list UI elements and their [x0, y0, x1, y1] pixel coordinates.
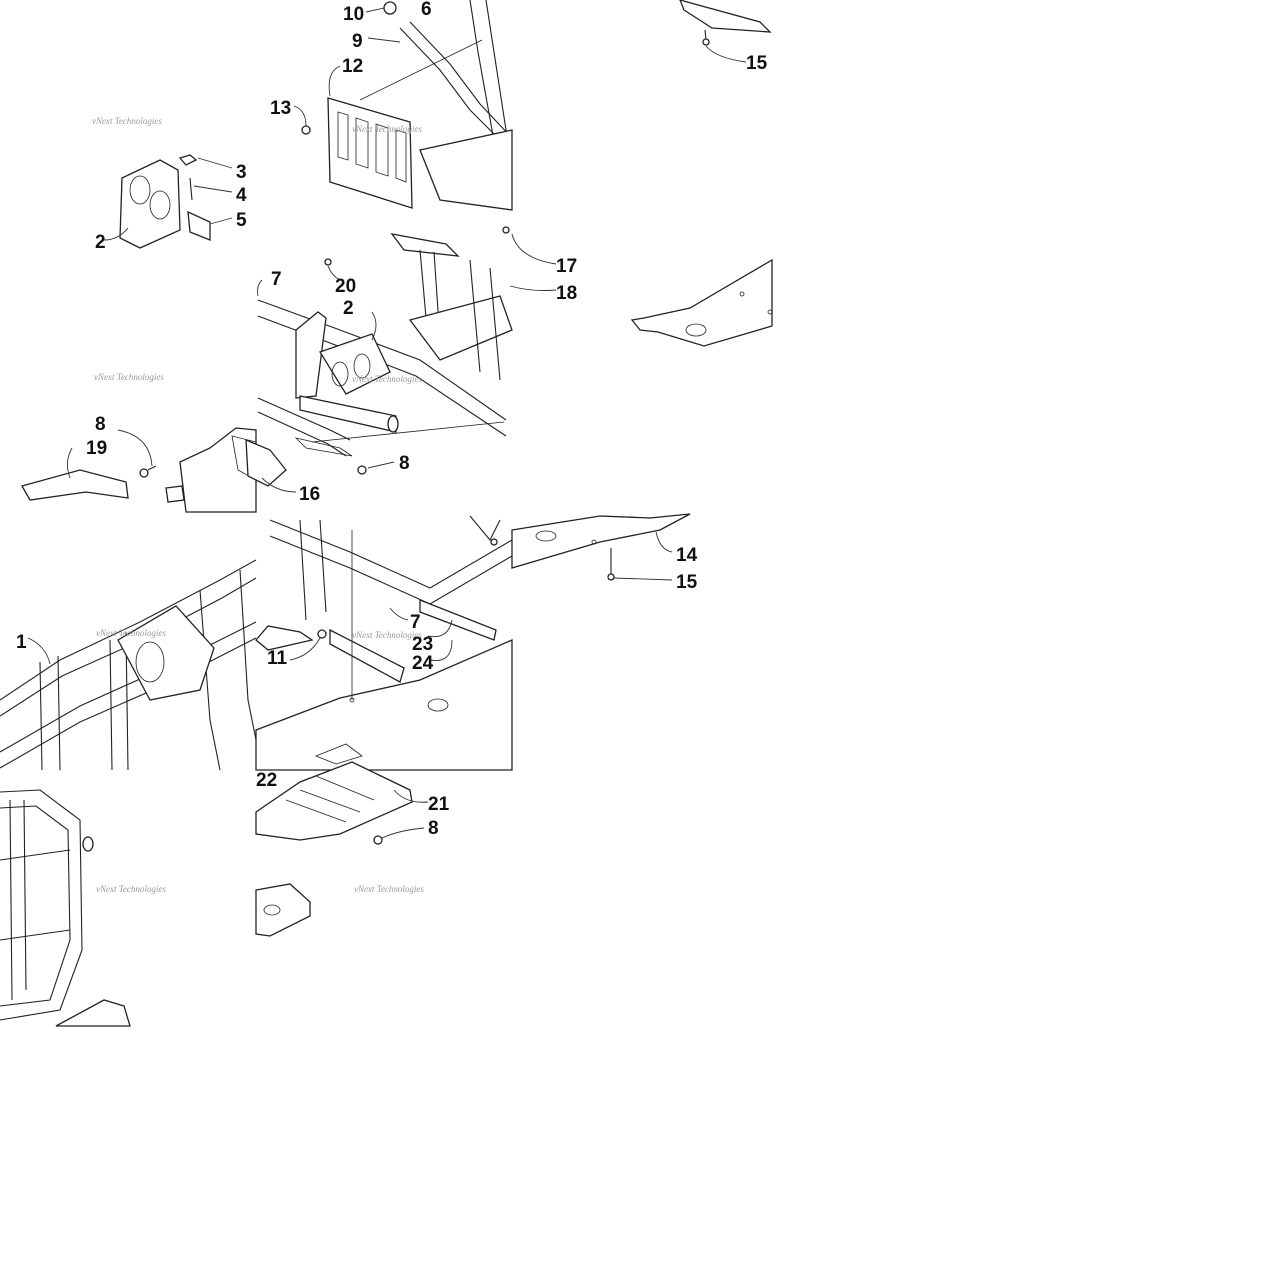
front-rack-grille	[293, 0, 513, 211]
callout-16: 16	[299, 484, 320, 505]
callout-14: 14	[676, 545, 698, 566]
callout-17: 17	[556, 256, 577, 277]
callout-20: 20	[335, 276, 356, 297]
frame-bracket-right	[502, 226, 557, 291]
callout-19: 19	[86, 438, 107, 459]
callout-8: 8	[428, 818, 439, 839]
callout-13: 13	[270, 98, 291, 119]
callout-9: 9	[352, 31, 363, 52]
frame-front-section	[257, 233, 513, 475]
callout-7: 7	[410, 612, 421, 633]
watermark: vNext Technologies	[92, 116, 162, 126]
watermark: vNext Technologies	[96, 628, 166, 638]
watermark: vNext Technologies	[96, 884, 166, 894]
callouts: 1 2 2 3 4 5 6 7 7 8 8 8 9 10 11 12 13 14…	[16, 0, 768, 839]
callout-2: 2	[343, 298, 354, 319]
watermark: vNext Technologies	[354, 884, 424, 894]
watermarks: vNext Technologies vNext Technologies vN…	[92, 116, 424, 894]
front-bumper-bracket	[21, 427, 297, 513]
headlight-assembly	[103, 154, 233, 249]
callout-18: 18	[556, 283, 577, 304]
callout-10: 10	[343, 4, 364, 25]
callout-8: 8	[399, 453, 410, 474]
callout-1: 1	[16, 632, 27, 653]
callout-22: 22	[256, 770, 277, 791]
callout-15: 15	[746, 53, 768, 74]
watermark: vNext Technologies	[94, 372, 164, 382]
callout-4: 4	[236, 185, 247, 206]
watermark: vNext Technologies	[352, 374, 422, 384]
callout-3: 3	[236, 162, 247, 183]
callout-5: 5	[236, 210, 247, 231]
callout-21: 21	[428, 794, 450, 815]
floor-panel	[255, 515, 513, 937]
callout-2: 2	[95, 232, 106, 253]
callout-24: 24	[412, 653, 434, 674]
skid-plate-lower	[511, 513, 691, 581]
watermark: vNext Technologies	[352, 630, 422, 640]
callout-15: 15	[676, 572, 698, 593]
callout-7: 7	[271, 269, 282, 290]
callout-8: 8	[95, 414, 106, 435]
skid-plate-upper	[630, 258, 773, 347]
callout-23: 23	[412, 634, 433, 655]
callout-6: 6	[421, 0, 432, 20]
callout-11: 11	[267, 648, 288, 669]
main-frame	[0, 559, 257, 1027]
watermark: vNext Technologies	[352, 124, 422, 134]
footrest-top	[679, 0, 772, 63]
callout-12: 12	[342, 56, 363, 77]
